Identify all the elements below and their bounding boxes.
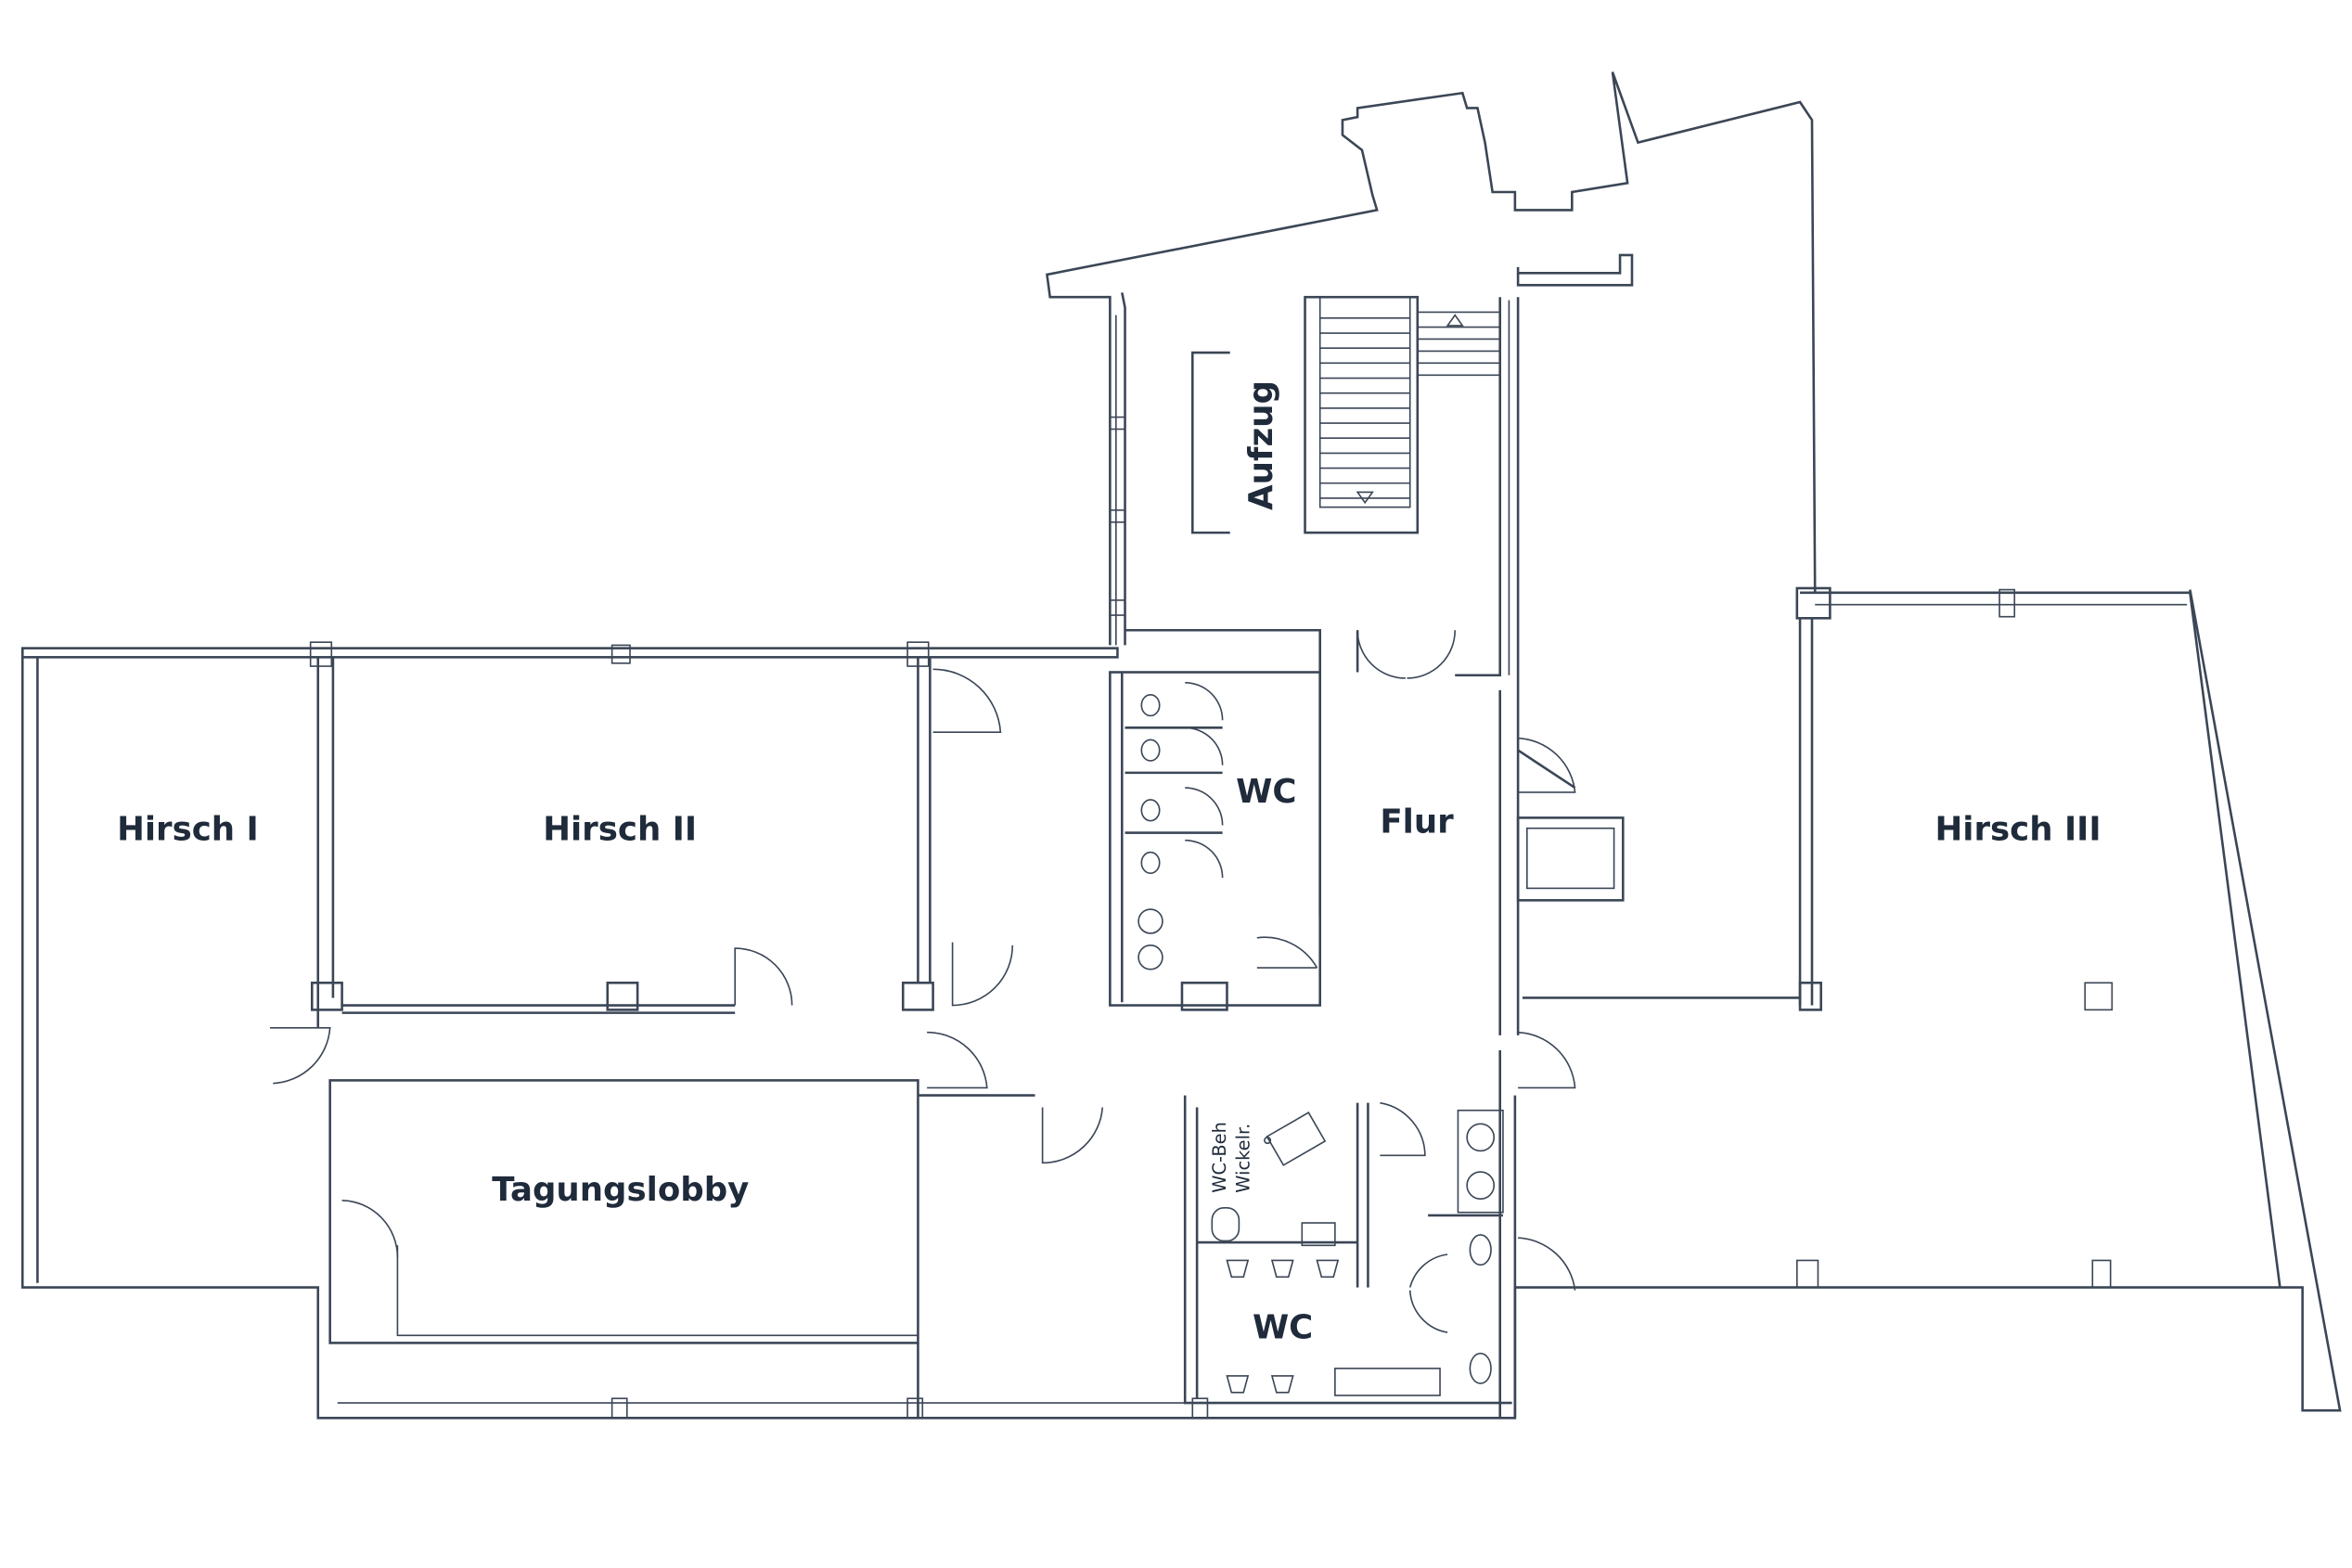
label-tagungslobby: Tagungslobby — [492, 1171, 749, 1209]
stall-door — [1185, 682, 1224, 721]
urinal-icon — [1226, 1375, 1250, 1394]
upper-building-walls — [1046, 71, 1817, 790]
label-wickelr: Wickelr. — [1233, 1124, 1254, 1193]
label-hirsch-1: Hirsch I — [117, 811, 259, 849]
elevator-shaft — [1190, 351, 1230, 534]
stair-arrow-icon — [1356, 491, 1374, 505]
wheelchair-icon — [1264, 1112, 1327, 1166]
hirsch3-walls — [1518, 586, 2281, 1291]
upper-wc — [1109, 671, 1321, 1011]
stall-door — [1185, 726, 1224, 765]
toilet-icon — [1140, 799, 1161, 822]
urinal-icon — [1270, 1259, 1294, 1279]
staircase — [1304, 295, 1500, 534]
flur-walls — [1318, 672, 1625, 1419]
label-aufzug: Aufzug — [1242, 380, 1280, 510]
label-wc-lower: WC — [1253, 1309, 1313, 1347]
urinal-icon — [1226, 1259, 1250, 1279]
toilet-icon — [1140, 851, 1161, 875]
stair-arrow-icon — [1446, 314, 1464, 327]
toilet-icon — [1140, 693, 1161, 717]
stall-door — [1185, 787, 1224, 826]
urinal-icon — [1270, 1375, 1294, 1394]
stall-door — [1185, 839, 1224, 879]
label-hirsch-2: Hirsch II — [543, 811, 697, 849]
label-flur: Flur — [1380, 803, 1454, 842]
toilet-icon — [1140, 739, 1161, 762]
label-wc-upper: WC — [1236, 773, 1296, 811]
lower-wc — [1183, 1095, 1512, 1405]
label-hirsch-3: Hirsch III — [1935, 811, 2101, 849]
urinal-icon — [1316, 1259, 1340, 1279]
label-wc-beh: WC-Beh — [1209, 1122, 1230, 1193]
